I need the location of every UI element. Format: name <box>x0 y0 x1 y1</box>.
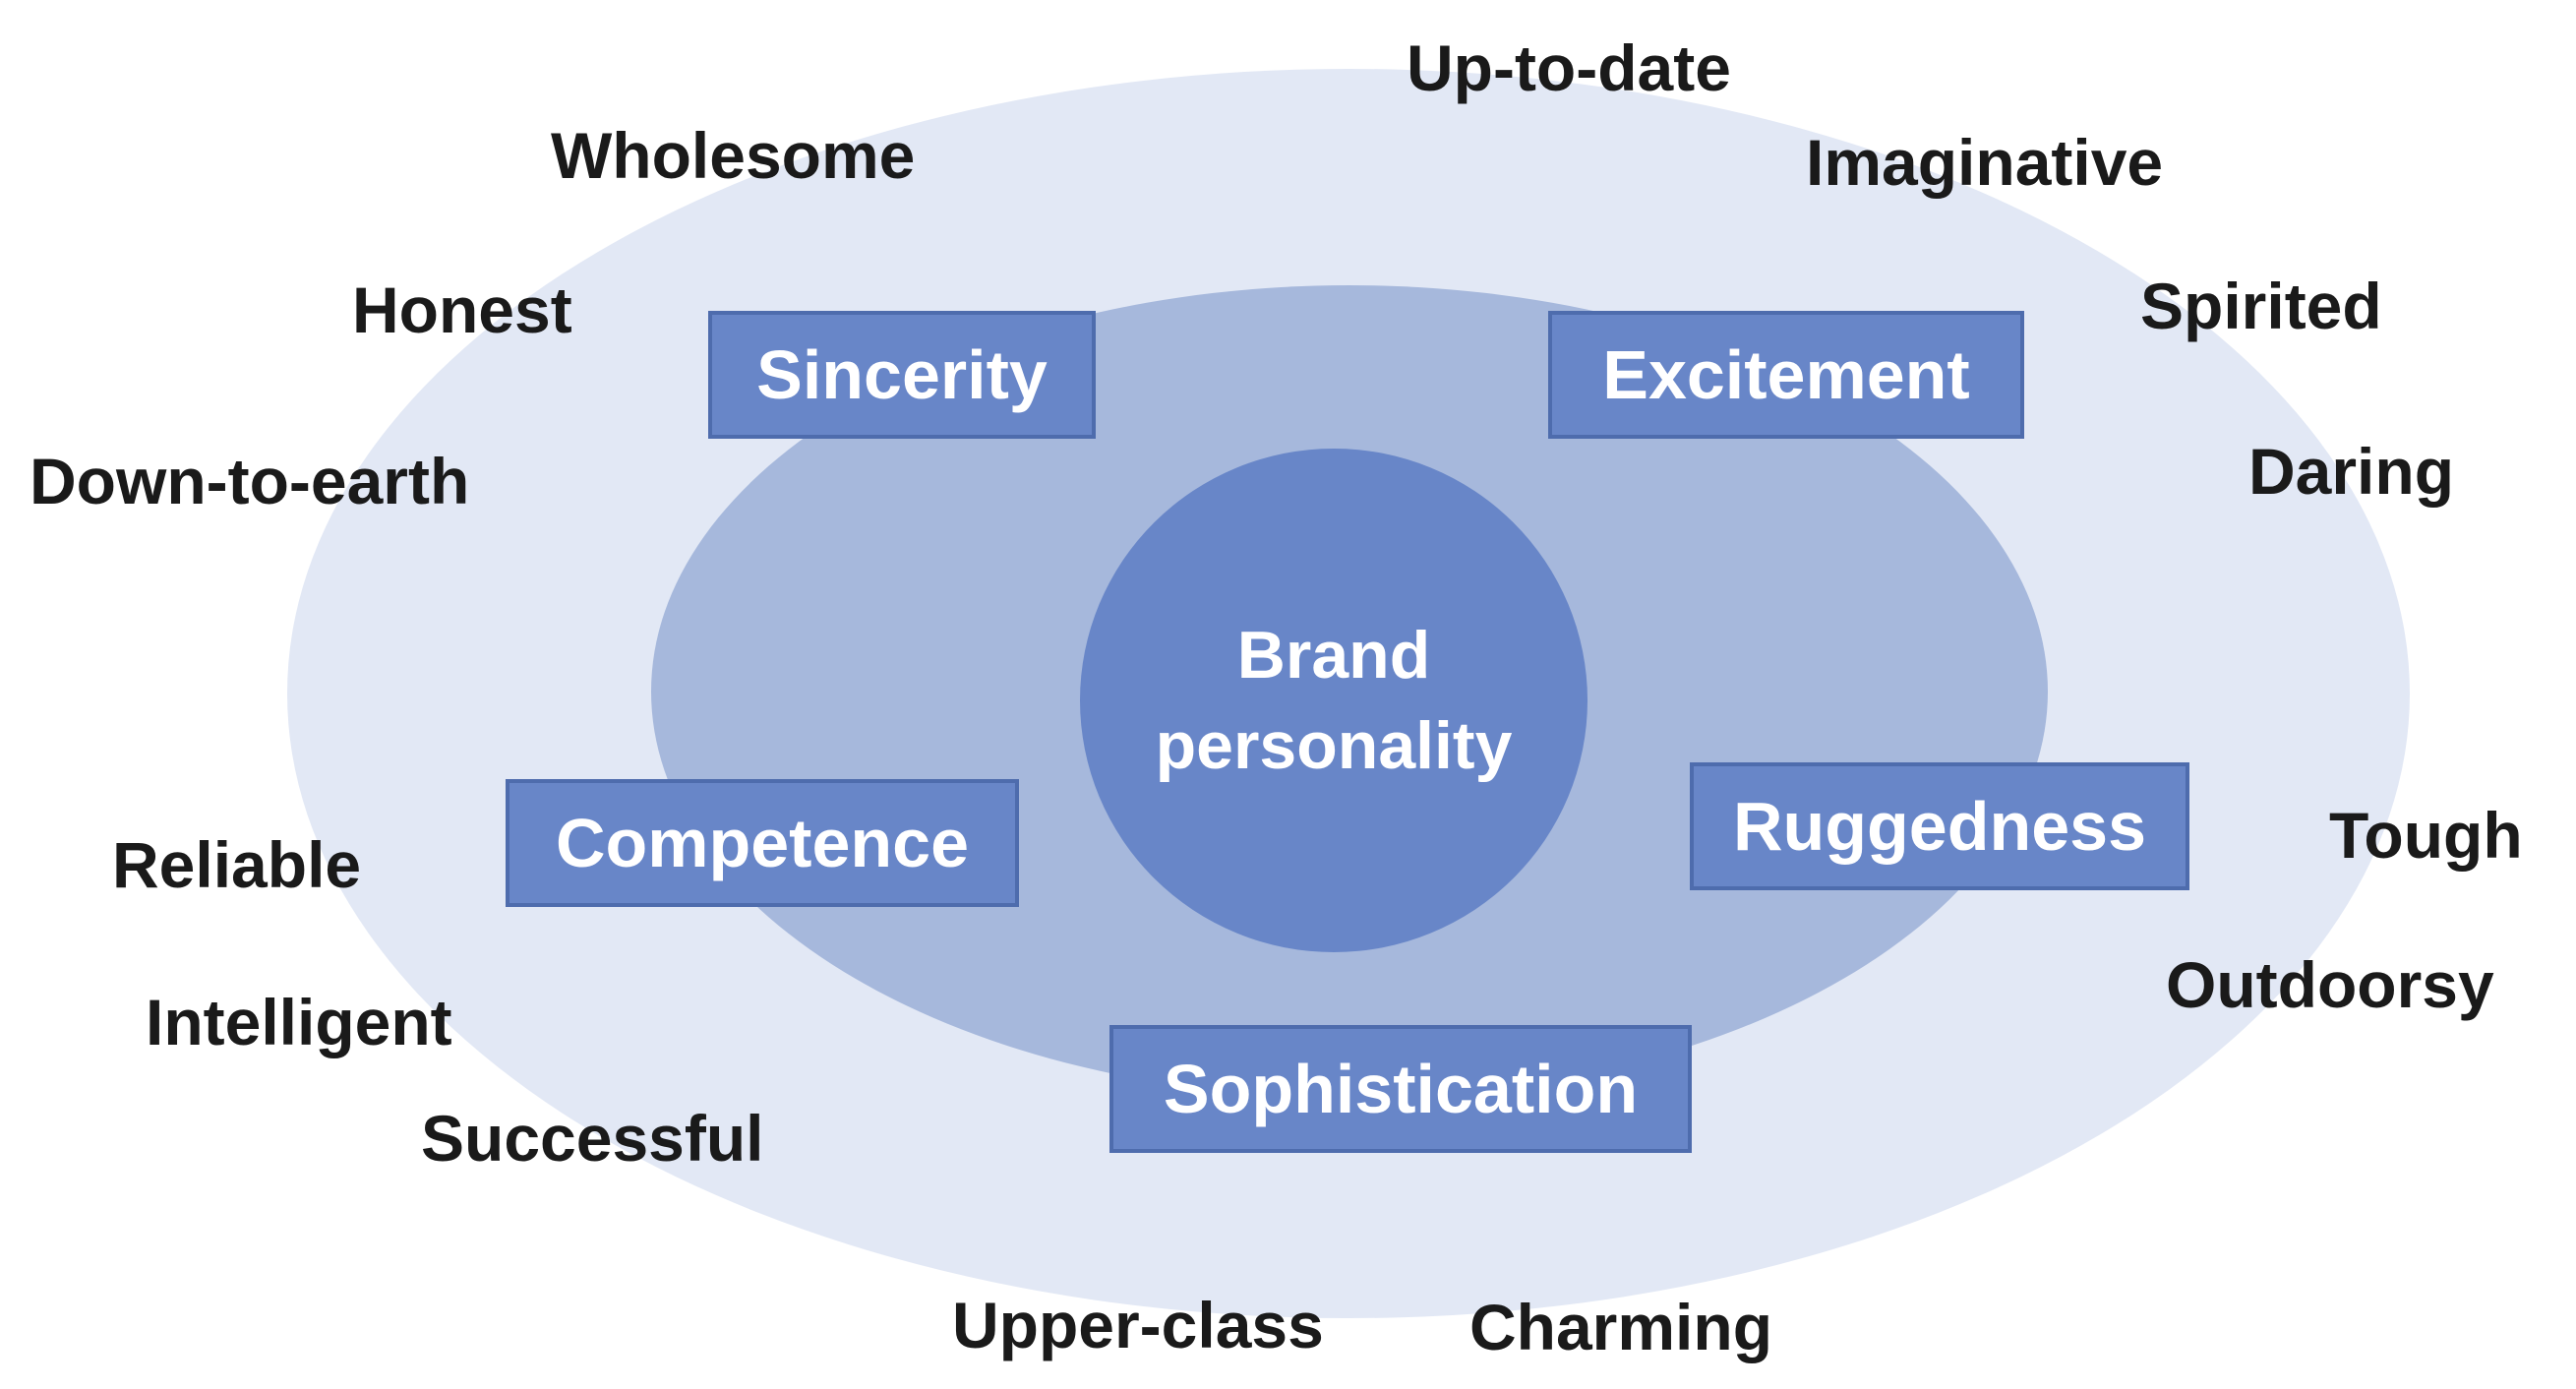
center-circle: Brand personality <box>1080 449 1588 952</box>
trait-up-to-date: Up-to-date <box>1407 31 1731 104</box>
trait-honest: Honest <box>352 273 572 346</box>
center-label: Brand personality <box>1117 610 1550 791</box>
dimension-sincerity: Sincerity <box>708 311 1096 439</box>
trait-daring: Daring <box>2248 435 2455 508</box>
trait-successful: Successful <box>421 1102 764 1175</box>
trait-down-to-earth: Down-to-earth <box>30 445 470 517</box>
trait-imaginative: Imaginative <box>1806 126 2164 199</box>
trait-upper-class: Upper-class <box>952 1289 1324 1361</box>
dimension-competence: Competence <box>506 779 1019 907</box>
trait-reliable: Reliable <box>112 828 362 901</box>
trait-charming: Charming <box>1469 1291 1773 1363</box>
trait-intelligent: Intelligent <box>146 986 452 1058</box>
trait-tough: Tough <box>2329 799 2523 872</box>
trait-outdoorsy: Outdoorsy <box>2166 948 2494 1021</box>
center-label-line1: Brand <box>1236 618 1431 693</box>
center-label-line2: personality <box>1155 708 1513 783</box>
trait-spirited: Spirited <box>2140 270 2382 342</box>
dimension-sophistication: Sophistication <box>1109 1025 1692 1153</box>
trait-wholesome: Wholesome <box>551 119 916 192</box>
dimension-ruggedness: Ruggedness <box>1690 762 2189 890</box>
dimension-excitement: Excitement <box>1548 311 2024 439</box>
